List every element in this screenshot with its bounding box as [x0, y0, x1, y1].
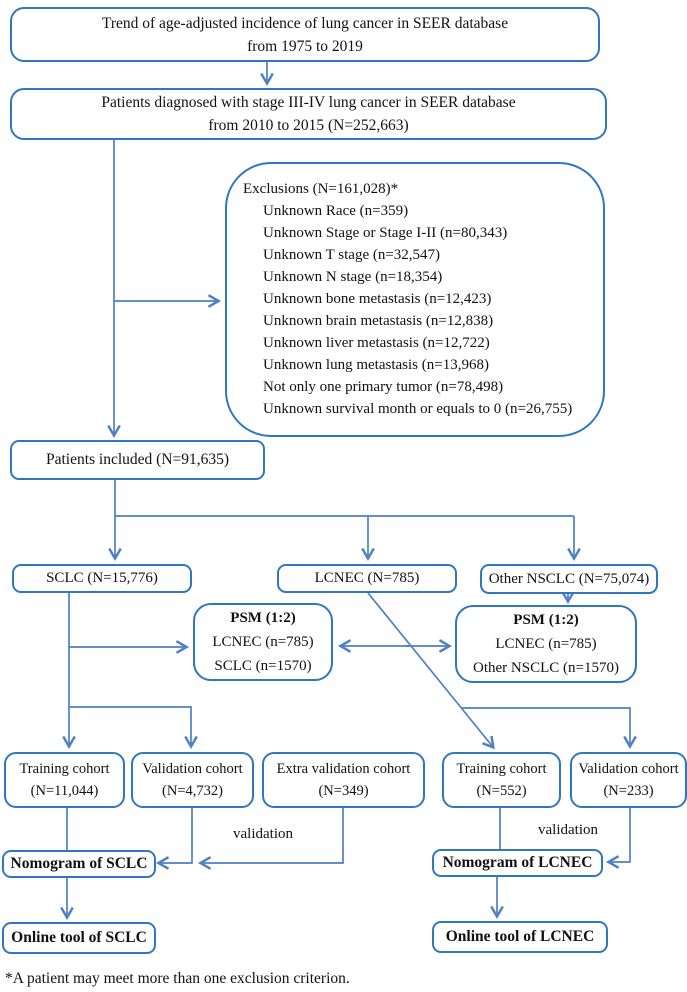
online-sclc-label: Online tool of SCLC	[11, 929, 147, 946]
training-lcnec-line-2: (N=552)	[476, 783, 527, 799]
diagnosed-line-1: Patients diagnosed with stage III-IV lun…	[101, 94, 516, 111]
trend-line-2: from 1975 to 2019	[247, 37, 363, 55]
lcnec-label: LCNEC (N=785)	[314, 570, 420, 586]
exclusion-item: Unknown Race (n=359)	[263, 203, 409, 219]
psm-sclc-line-1: LCNEC (n=785)	[212, 634, 314, 650]
box-psm-sclc: PSM (1:2) LCNEC (n=785) SCLC (n=1570)	[193, 603, 333, 681]
box-trend: Trend of age-adjusted incidence of lung …	[10, 7, 600, 62]
box-sclc: SCLC (N=15,776)	[12, 564, 192, 593]
exclusion-item: Unknown brain metastasis (n=12,838)	[263, 313, 494, 329]
box-online-tool-lcnec: Online tool of LCNEC	[432, 921, 608, 953]
exclusion-item: Unknown lung metastasis (n=13,968)	[263, 357, 489, 373]
diagnosed-line-2: from 2010 to 2015 (N=252,663)	[208, 117, 409, 134]
box-training-cohort-lcnec: Training cohort (N=552)	[442, 752, 561, 808]
box-validation-cohort-sclc: Validation cohort (N=4,732)	[131, 752, 254, 808]
exclusion-item: Unknown N stage (n=18,354)	[263, 269, 443, 285]
box-other-nsclc: Other NSCLC (N=75,074)	[480, 564, 658, 594]
psm-sclc-title: PSM (1:2)	[230, 610, 296, 626]
exclusion-item: Unknown T stage (n=32,547)	[263, 247, 441, 263]
validation-label-left: validation	[233, 826, 293, 842]
validation-lcnec-line-2: (N=233)	[603, 783, 654, 799]
training-lcnec-line-1: Training cohort	[456, 761, 547, 777]
online-lcnec-label: Online tool of LCNEC	[445, 928, 595, 945]
trend-line-1: Trend of age-adjusted incidence of lung …	[101, 14, 509, 32]
exclusion-item: Unknown Stage or Stage I-II (n=80,343)	[263, 225, 508, 241]
nomogram-lcnec-label: Nomogram of LCNEC	[442, 854, 593, 871]
psm-nsclc-line-1: LCNEC (n=785)	[495, 636, 597, 652]
box-extra-validation-cohort: Extra validation cohort (N=349)	[262, 752, 425, 808]
exclusion-item: Not only one primary tumor (n=78,498)	[263, 379, 504, 395]
exclusion-item: Unknown liver metastasis (n=12,722)	[263, 335, 490, 351]
box-patients-included: Patients included (N=91,635)	[10, 440, 265, 480]
validation-sclc-line-2: (N=4,732)	[162, 783, 223, 799]
patients-included-label: Patients included (N=91,635)	[45, 451, 230, 468]
validation-sclc-line-1: Validation cohort	[142, 761, 243, 777]
exclusion-item: Unknown survival month or equals to 0 (n…	[263, 401, 573, 417]
box-online-tool-sclc: Online tool of SCLC	[2, 922, 156, 954]
box-training-cohort-sclc: Training cohort (N=11,044)	[4, 752, 125, 808]
exclusion-item: Unknown bone metastasis (n=12,423)	[263, 291, 492, 307]
box-validation-cohort-lcnec: Validation cohort (N=233)	[570, 752, 687, 808]
validation-lcnec-line-1: Validation cohort	[578, 761, 679, 777]
box-psm-nsclc: PSM (1:2) LCNEC (n=785) Other NSCLC (n=1…	[455, 605, 637, 683]
exclusions-title: Exclusions (N=161,028)*	[243, 181, 399, 197]
psm-nsclc-line-2: Other NSCLC (n=1570)	[473, 660, 619, 676]
training-sclc-line-1: Training cohort	[19, 761, 110, 777]
box-diagnosed: Patients diagnosed with stage III-IV lun…	[10, 88, 607, 140]
psm-sclc-line-2: SCLC (n=1570)	[214, 658, 312, 674]
box-nomogram-sclc: Nomogram of SCLC	[2, 850, 156, 878]
extra-validation-line-1: Extra validation cohort	[276, 761, 411, 777]
box-nomogram-lcnec: Nomogram of LCNEC	[432, 849, 603, 877]
sclc-label: SCLC (N=15,776)	[46, 570, 158, 586]
nomogram-sclc-label: Nomogram of SCLC	[10, 855, 148, 872]
footnote: *A patient may meet more than one exclus…	[5, 970, 350, 987]
extra-validation-line-2: (N=349)	[318, 783, 369, 799]
validation-label-right: validation	[538, 822, 598, 838]
psm-nsclc-title: PSM (1:2)	[513, 612, 579, 628]
training-sclc-line-2: (N=11,044)	[30, 783, 99, 799]
other-nsclc-label: Other NSCLC (N=75,074)	[488, 570, 650, 587]
box-exclusions: Exclusions (N=161,028)* Unknown Race (n=…	[225, 162, 605, 437]
box-lcnec: LCNEC (N=785)	[277, 564, 457, 593]
